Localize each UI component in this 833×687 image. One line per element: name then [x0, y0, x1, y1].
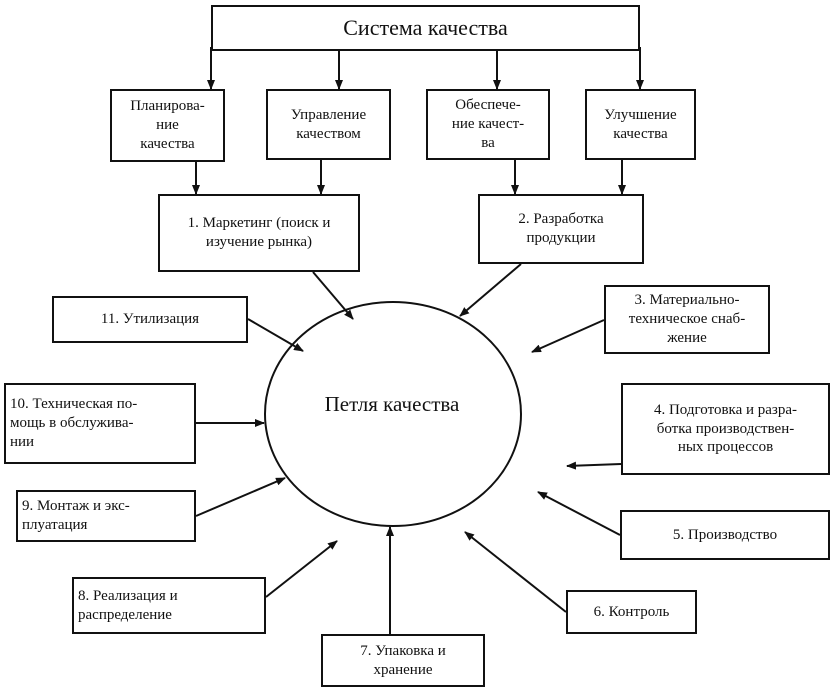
stage-5-production-box: 5. Производство — [620, 510, 830, 560]
stage-9-label: 9. Монтаж и экс- плуатация — [22, 498, 130, 533]
function-management-label: Управление качеством — [290, 106, 367, 142]
function-assurance-box: Обеспече- ние качест- ва — [426, 89, 550, 160]
stage-9-installation-box: 9. Монтаж и экс- плуатация — [16, 490, 196, 542]
stage-1-marketing-box: 1. Маркетинг (поиск и изучение рынка) — [158, 194, 360, 272]
stage-2-development-box: 2. Разработка продукции — [478, 194, 644, 264]
system-bracket-line — [210, 47, 641, 82]
arrow-stage-9 — [195, 477, 286, 517]
function-improvement-label: Улучшение качества — [604, 106, 677, 142]
stage-4-process-preparation-box: 4. Подготовка и разра- ботка производств… — [621, 383, 830, 475]
stage-3-procurement-box: 3. Материально- техническое снаб- жение — [604, 285, 770, 354]
arrow-stage-4 — [566, 461, 622, 470]
stage-7-label: 7. Упаковка и хранение — [360, 642, 446, 678]
arrow-stage-8 — [265, 540, 338, 598]
stage-2-label: 2. Разработка продукции — [518, 211, 604, 246]
quality-loop-title: Петля качества — [324, 392, 460, 416]
function-assurance-label: Обеспече- ние качест- ва — [451, 97, 525, 151]
function-planning-box: Планирова- ние качества — [110, 89, 225, 162]
stage-1-label: 1. Маркетинг (поиск и изучение рынка) — [187, 215, 331, 250]
arrow-stage-2 — [459, 263, 522, 317]
arrow-stage-5 — [537, 491, 621, 536]
stage-6-label: 6. Контроль — [593, 603, 670, 620]
quality-system-box: Система качества — [211, 5, 640, 51]
stage-10-label: 10. Техническая по- мощь в обслужива- ни… — [10, 396, 138, 450]
stage-5-label: 5. Производство — [672, 526, 778, 543]
function-planning-label: Планирова- ние качества — [130, 98, 205, 152]
arrow-stage-11 — [247, 318, 304, 352]
arrow-stage-6 — [464, 531, 567, 613]
stage-4-label: 4. Подготовка и разра- ботка производств… — [653, 401, 798, 456]
stage-11-label: 11. Утилизация — [100, 311, 200, 328]
function-management-box: Управление качеством — [266, 89, 391, 160]
arrow-stage-3 — [531, 319, 605, 353]
stage-8-label: 8. Реализация и распределение — [78, 587, 178, 623]
stage-8-distribution-box: 8. Реализация и распределение — [72, 577, 266, 634]
stage-3-label: 3. Материально- техническое снаб- жение — [628, 292, 746, 346]
stage-10-tech-support-box: 10. Техническая по- мощь в обслужива- ни… — [4, 383, 196, 464]
arrow-stage-1 — [312, 271, 354, 320]
stage-6-control-box: 6. Контроль — [566, 590, 697, 634]
stage-11-disposal-box: 11. Утилизация — [52, 296, 248, 343]
function-improvement-box: Улучшение качества — [585, 89, 696, 160]
stage-7-packaging-box: 7. Упаковка и хранение — [321, 634, 485, 687]
quality-system-title: Система качества — [343, 15, 508, 41]
